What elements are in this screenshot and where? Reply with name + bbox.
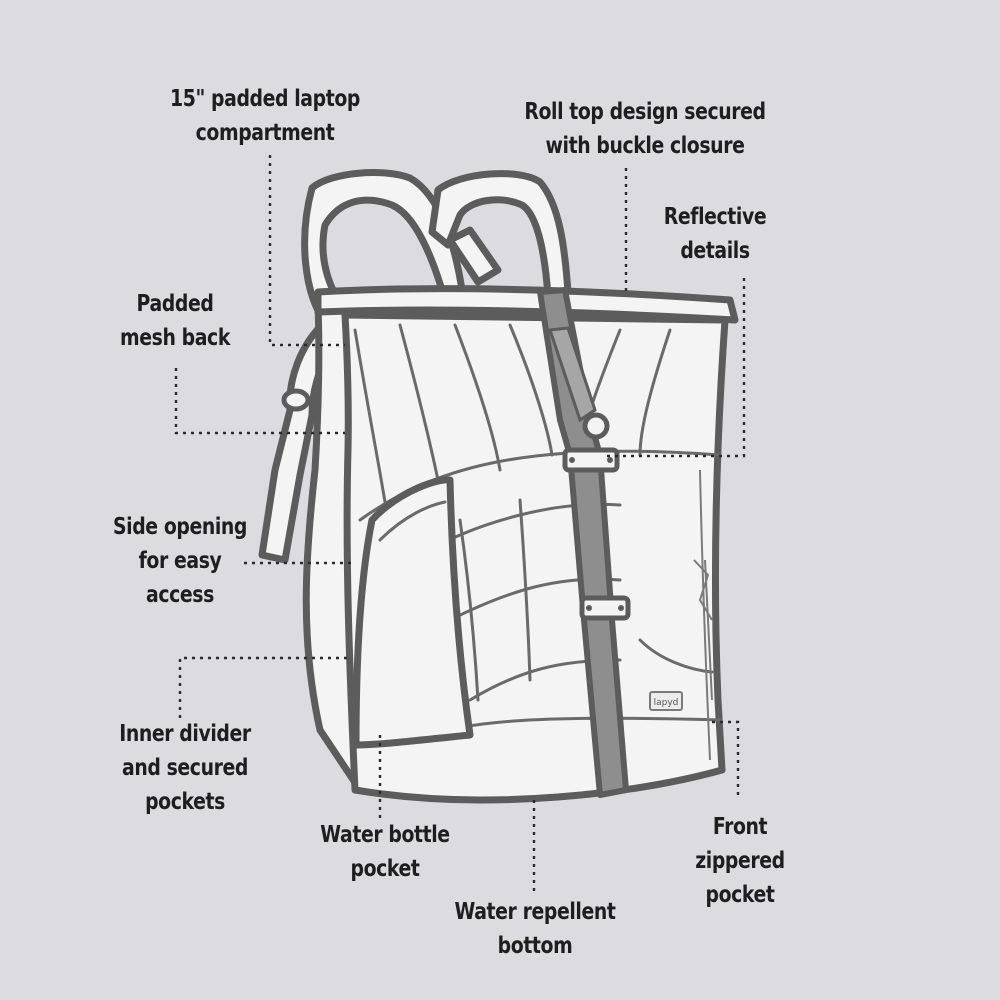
leader-front-pocket (712, 720, 740, 800)
callout-side-opening: Side opening for easy access (112, 514, 248, 608)
callout-laptop-compartment: 15" padded laptop compartment (170, 86, 360, 146)
callout-roll-top: Roll top design secured with buckle clos… (524, 99, 766, 159)
logo-patch: lapyd (654, 698, 679, 708)
callout-inner-divider: Inner divider and secured pockets (119, 721, 251, 815)
callout-water-repellent: Water repellent bottom (454, 899, 616, 959)
roll-top (314, 285, 739, 324)
leader-laptop (268, 155, 345, 347)
callout-reflective: Reflective details (663, 204, 767, 264)
callout-front-pocket: Front zippered pocket (695, 814, 785, 908)
center-strap (537, 287, 631, 798)
leader-lines (174, 155, 746, 893)
leader-mesh-back (174, 368, 345, 435)
leader-reflective (602, 278, 746, 458)
side-pocket (352, 476, 474, 749)
callout-mesh-back: Padded mesh back (120, 291, 230, 351)
callout-water-bottle: Water bottle pocket (320, 822, 450, 882)
front-zipper (693, 469, 713, 761)
